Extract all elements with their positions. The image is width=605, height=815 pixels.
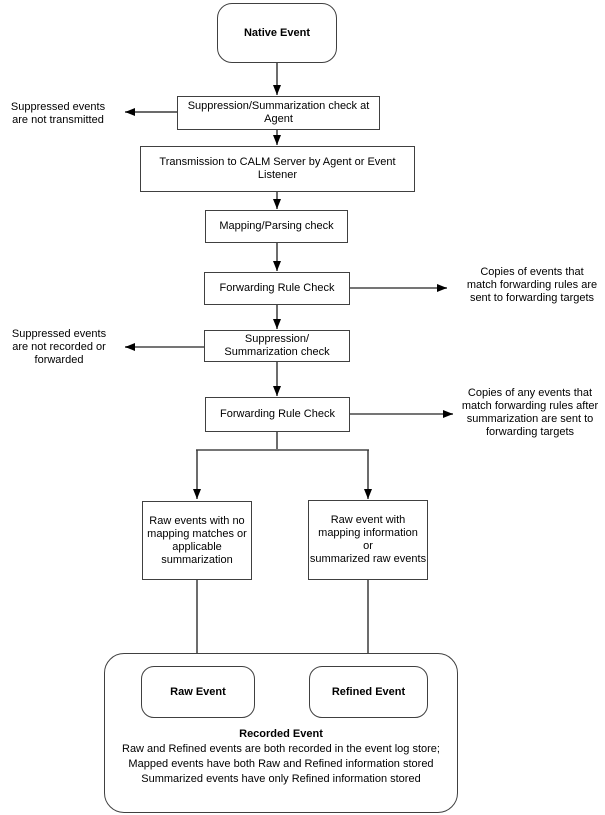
recorded-event-text: Recorded Event Raw and Refined events ar…: [104, 727, 458, 787]
node-raw-event: Raw Event: [141, 666, 255, 718]
node-mapping-parsing-check: Mapping/Parsing check: [205, 210, 348, 243]
annotation-suppressed-not-transmitted: Suppressed events are not transmitted: [10, 101, 106, 126]
recorded-event-title: Recorded Event: [239, 728, 323, 740]
annotation-suppressed-not-recorded: Suppressed events are not recorded or fo…: [11, 328, 107, 366]
node-refined-event: Refined Event: [309, 666, 428, 718]
node-suppression-check-server: Suppression/ Summarization check: [204, 330, 350, 362]
node-suppression-check-agent: Suppression/Summarization check at Agent: [177, 96, 380, 130]
node-native-event: Native Event: [217, 3, 337, 63]
annotation-copies-after-summarization: Copies of any events that match forwardi…: [461, 387, 599, 438]
node-forwarding-rule-check-1: Forwarding Rule Check: [204, 272, 350, 305]
node-forwarding-rule-check-2: Forwarding Rule Check: [205, 397, 350, 432]
recorded-event-line: Summarized events have only Refined info…: [141, 773, 421, 785]
node-raw-events-no-mapping: Raw events with no mapping matches or ap…: [142, 501, 252, 580]
recorded-event-line: Raw and Refined events are both recorded…: [122, 743, 440, 755]
node-transmission-calm-server: Transmission to CALM Server by Agent or …: [140, 146, 415, 192]
recorded-event-line: Mapped events have both Raw and Refined …: [128, 758, 434, 770]
annotation-copies-forwarding: Copies of events that match forwarding r…: [466, 266, 598, 304]
node-raw-event-with-mapping: Raw event with mapping information or su…: [308, 500, 428, 580]
